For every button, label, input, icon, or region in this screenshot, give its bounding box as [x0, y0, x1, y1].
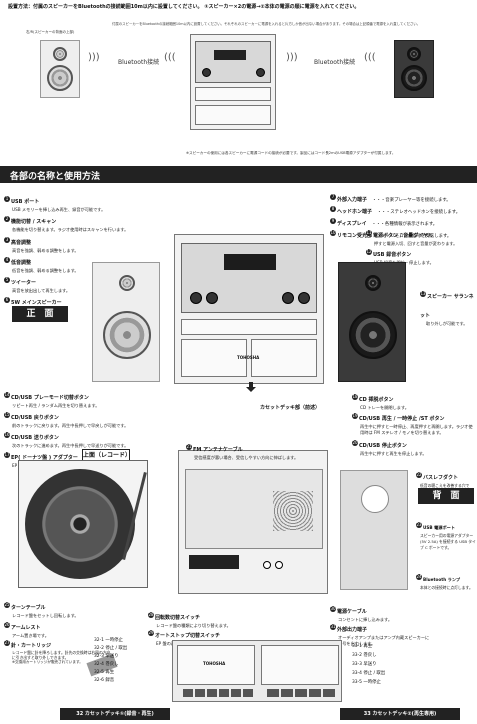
section-band: 各部の名称と使用方法 — [0, 166, 477, 183]
deck-right-button-label: 33-5 一時停止 — [352, 680, 385, 689]
top-small-note: 付属のスピーカーをBluetoothの接続範囲10m以内に設置してください。それ… — [112, 22, 420, 27]
item-fm-antenna: 21FM アンテナケーブル受信感度が悪い場合、受信しやすい方向に伸ばします。 — [186, 436, 298, 461]
deck-right-title: 33 カセットデッキ②(再生専用) — [340, 708, 460, 720]
item-ext-out: 31外部出力端子オーディオアンプまたはアンプ内蔵スピーカーに信号を出力します。 — [330, 616, 430, 647]
setup-note: 設置方法：付属のスピーカーをBluetoothの接続範囲10m以内に設置してくだ… — [8, 3, 359, 10]
deck-left-button-label: 32-6 録音 — [94, 678, 127, 686]
speaker-left-caption: 右/R(スピーカーの背面の上部) — [26, 30, 74, 35]
top-speaker-right — [394, 40, 434, 98]
back-label: 背 面 — [418, 488, 474, 504]
turntable-view — [18, 460, 148, 588]
deck-right-button-label: 33-4 停止 / 取出 — [352, 671, 385, 680]
wave-icon-right: ((( — [364, 52, 376, 63]
item-play-mode: 14CD/USB プレーモード切替ボタンリピート再生 / ランダム再生を切り替え… — [4, 384, 128, 404]
top-speaker-left — [40, 40, 80, 98]
back-unit — [178, 450, 328, 594]
item-usb-power: 23USB 電源ポートスピーカー用の電源アダプター (5V 2.5A) を接続す… — [416, 514, 476, 551]
section-title: 各部の名称と使用方法 — [10, 169, 100, 182]
deck-left-title: 32 カセットデッキ①(録音・再生) — [60, 708, 170, 720]
top-unit — [190, 34, 276, 130]
item-cd-play: 19CD/USB 再生 / 一時停止 /ST ボタン再生中に押すと一時停止、再度… — [352, 405, 474, 432]
item-bt-lamp: 24Bluetooth ランプ本体との接続時に点灯します。 — [416, 566, 476, 591]
deck-left-button-label: 32-5 再生 — [94, 670, 127, 678]
bluetooth-left-label: Bluetooth接続 — [118, 57, 159, 66]
deck-left-button-label: 32-2 停止 / 取出 — [94, 646, 127, 654]
deck-left-buttons: 32-1 一時停止 32-2 停止 / 取出 32-3 早送り 32-4 巻戻し… — [94, 638, 127, 686]
wave-icon-center-left: ((( — [164, 52, 176, 63]
deck-left-button-label: 32-1 一時停止 — [94, 638, 127, 646]
front-unit: TOHOSHA — [174, 234, 324, 384]
item-ext-input: 7外部入力端子 ・・・音楽プレーヤー等を接続します。 — [330, 186, 460, 198]
front-label: 正 面 — [12, 306, 68, 322]
deck-left-button-label: 32-3 早送り — [94, 654, 127, 662]
back-speaker — [340, 470, 408, 590]
deck-right-buttons: 33-1 再生 33-2 巻戻し 33-3 早送り 33-4 停止 / 取出 3… — [352, 644, 385, 689]
brand-deck-left: TOHOSHA — [203, 661, 225, 666]
deck-right-button-label: 33-3 早送り — [352, 662, 385, 671]
header-bar: 設置方法：付属のスピーカーをBluetoothの接続範囲10m以内に設置してくだ… — [0, 0, 477, 12]
front-speaker-left — [92, 262, 160, 382]
speaker-power-note: ※スピーカーの使用には各スピーカーに電源コードの接続が必要です。製品にはコード長… — [186, 151, 396, 156]
item-headphone: 8ヘッドホン端子 ・・・ステレオヘッドホンを接続します。 — [330, 198, 460, 210]
brand-front: TOHOSHA — [237, 355, 259, 360]
cassette-decks: TOHOSHA — [172, 640, 342, 702]
wave-icon-center-right: ))) — [286, 52, 298, 63]
front-speaker-right — [338, 262, 406, 382]
deck-left-button-label: 32-4 巻戻し — [94, 662, 127, 670]
deck-right-button-label: 33-1 再生 — [352, 644, 385, 653]
bluetooth-right-label: Bluetooth接続 — [314, 57, 355, 66]
deck-right-button-label: 33-2 巻戻し — [352, 653, 385, 662]
wave-icon-left: ))) — [88, 52, 100, 63]
item-saran-net: 13スピーカー サランネット取り外しが可能です。 — [420, 283, 476, 327]
cassette-deck-note: カセットデッキ部（前述） — [260, 406, 320, 411]
